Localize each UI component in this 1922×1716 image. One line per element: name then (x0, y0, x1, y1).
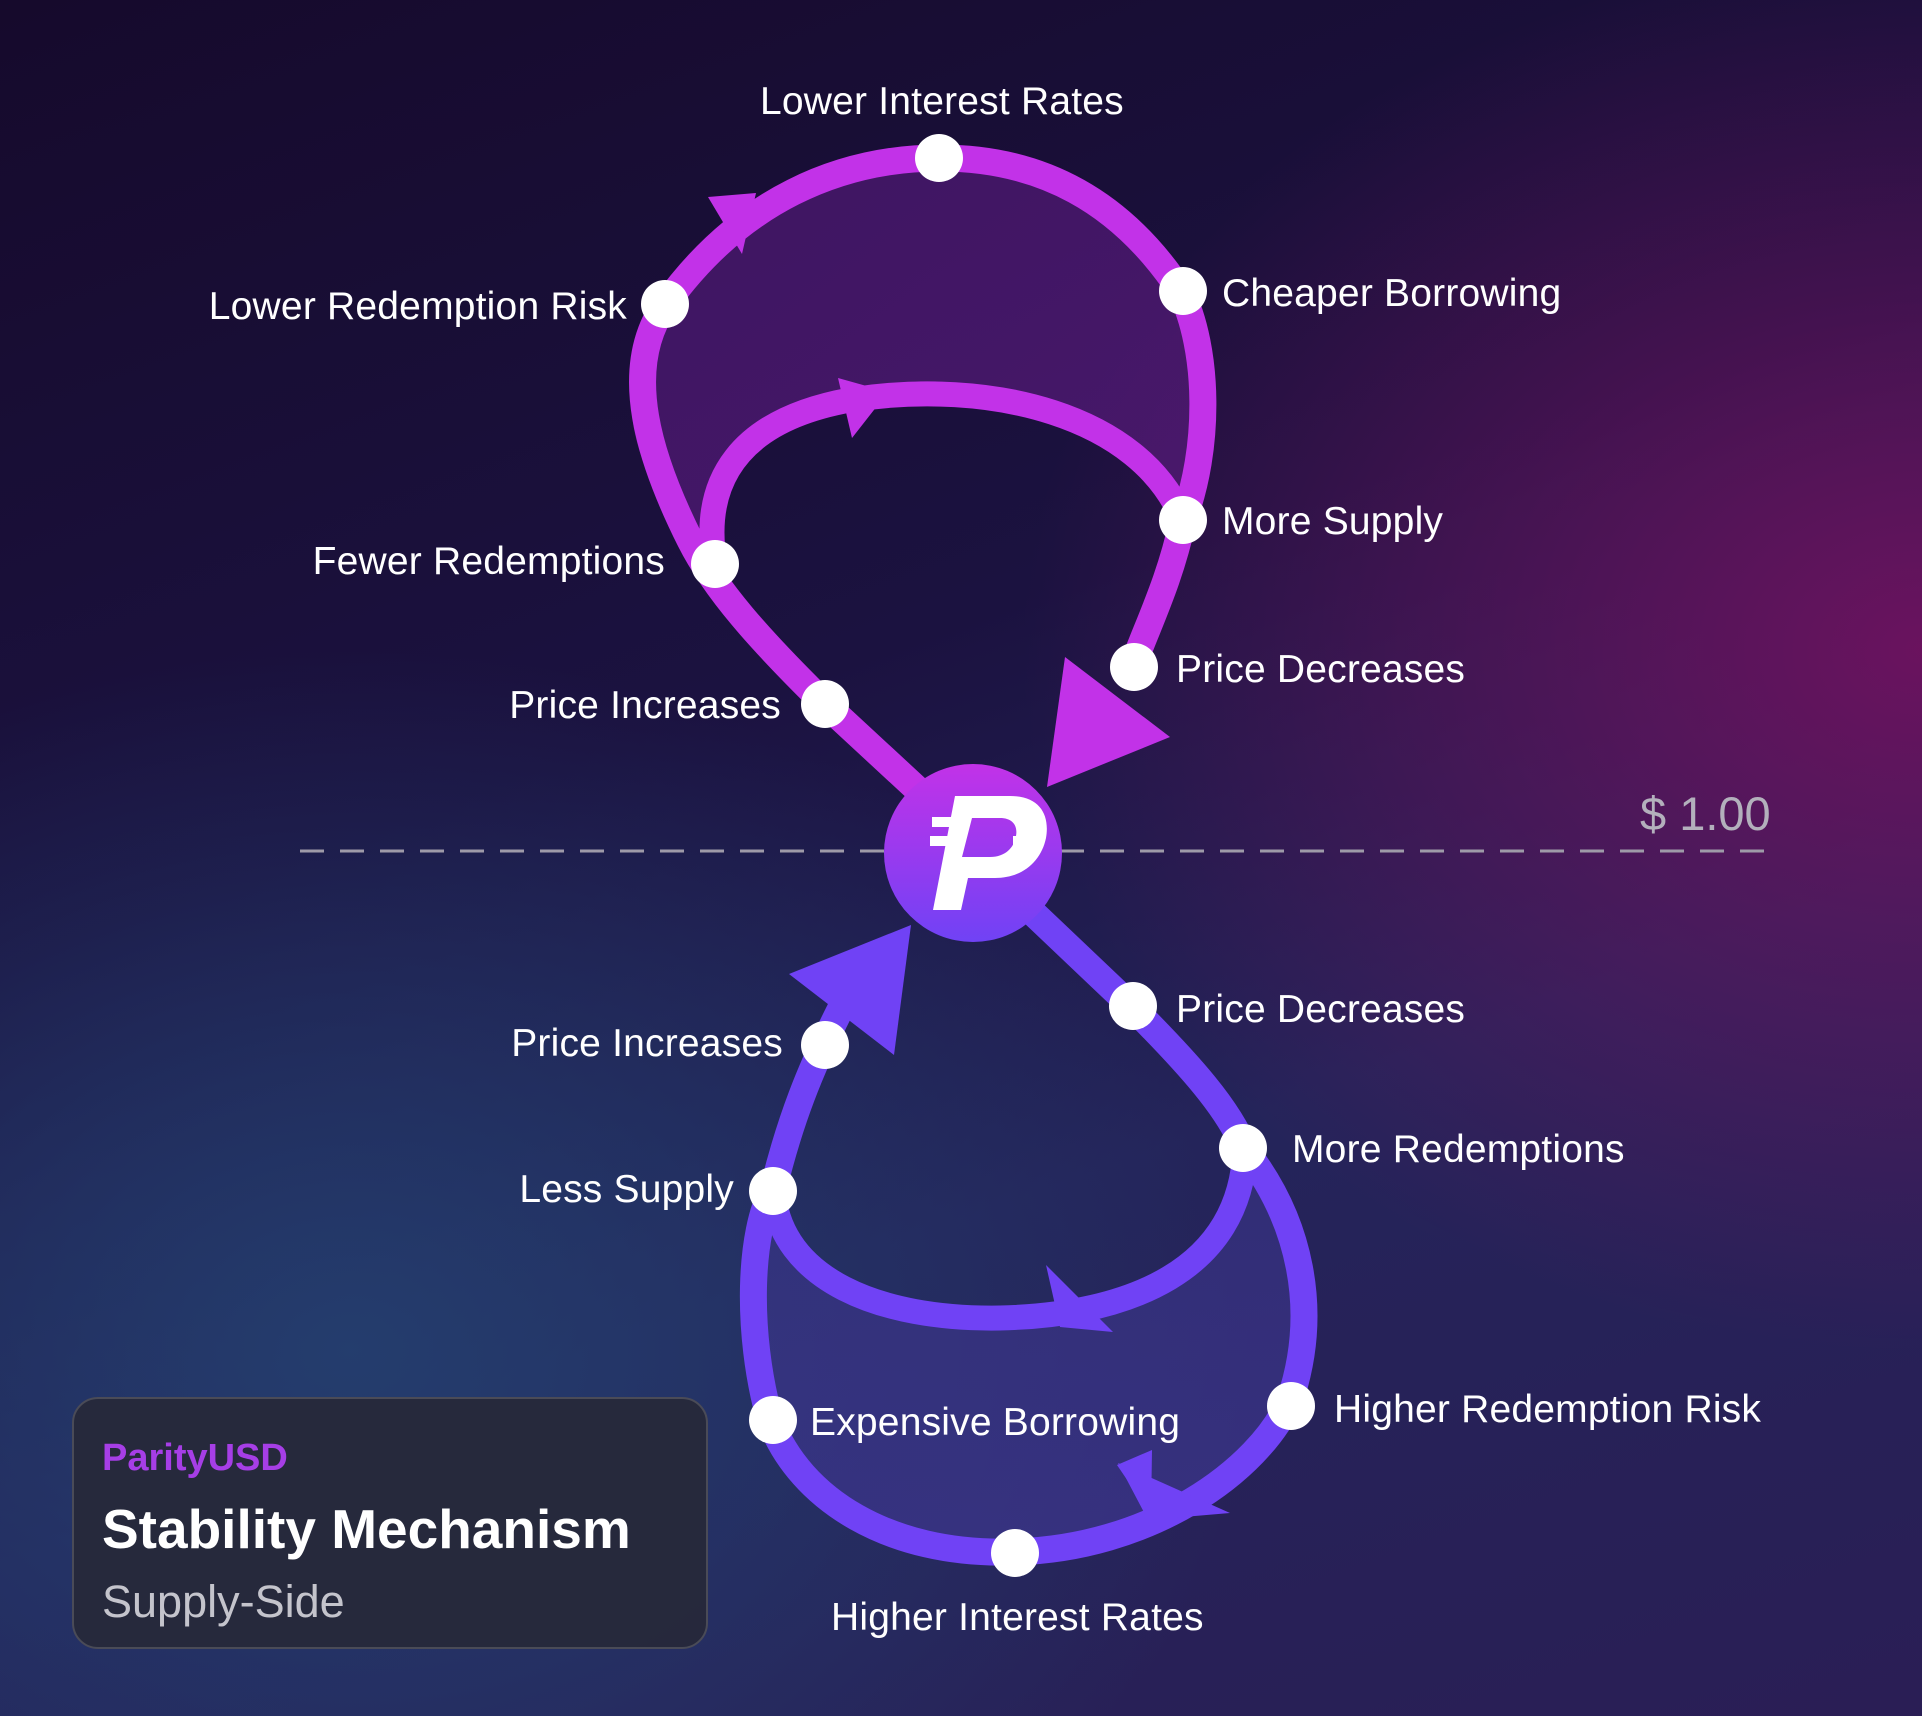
node-price-decreases-lower[interactable] (1109, 982, 1157, 1030)
arrow-icon (1046, 1265, 1113, 1332)
node-lower-interest-rates[interactable] (915, 134, 963, 182)
parity-p-logo-icon (930, 796, 1047, 910)
node-lower-redemption-risk[interactable] (641, 280, 689, 328)
label-higher-interest-rates: Higher Interest Rates (831, 1596, 1204, 1639)
brand-name: ParityUSD (102, 1437, 288, 1479)
label-expensive-borrowing: Expensive Borrowing (810, 1401, 1181, 1444)
arrow-down-icon (1047, 657, 1170, 787)
node-fewer-redemptions[interactable] (691, 540, 739, 588)
label-price-decreases-upper: Price Decreases (1176, 648, 1466, 691)
label-more-supply: More Supply (1222, 500, 1444, 543)
node-higher-interest-rates[interactable] (991, 1529, 1039, 1577)
upper-loop-shaded-region (631, 158, 1196, 565)
card-subtitle: Supply-Side (102, 1576, 345, 1627)
node-less-supply[interactable] (749, 1167, 797, 1215)
node-higher-redemption-risk[interactable] (1267, 1382, 1315, 1430)
label-price-increases-upper: Price Increases (509, 684, 781, 727)
label-cheaper-borrowing: Cheaper Borrowing (1222, 272, 1562, 315)
node-expensive-borrowing[interactable] (749, 1396, 797, 1444)
label-price-increases-lower: Price Increases (511, 1022, 783, 1065)
peg-price-label: $ 1.00 (1640, 787, 1771, 840)
label-price-decreases-lower: Price Decreases (1176, 988, 1466, 1031)
label-less-supply: Less Supply (519, 1168, 734, 1211)
info-card: ParityUSD Stability Mechanism Supply-Sid… (72, 1397, 708, 1649)
arrow-up-icon (789, 925, 911, 1055)
label-lower-interest-rates: Lower Interest Rates (760, 80, 1124, 123)
node-price-increases-upper[interactable] (801, 680, 849, 728)
label-lower-redemption-risk: Lower Redemption Risk (208, 285, 627, 328)
arrow-icon (708, 193, 756, 254)
arrow-icon (1118, 1463, 1230, 1520)
node-cheaper-borrowing[interactable] (1159, 267, 1207, 315)
label-fewer-redemptions: Fewer Redemptions (312, 540, 665, 583)
lower-inner-loop-path (760, 1137, 1258, 1331)
node-more-redemptions[interactable] (1219, 1124, 1267, 1172)
parity-logo (884, 764, 1062, 942)
node-price-increases-lower[interactable] (801, 1021, 849, 1069)
card-title: Stability Mechanism (102, 1498, 631, 1560)
node-more-supply[interactable] (1159, 496, 1207, 544)
node-price-decreases-upper[interactable] (1110, 643, 1158, 691)
arrow-icon (838, 378, 888, 438)
lower-loop-shaded-region (757, 1150, 1304, 1553)
label-more-redemptions: More Redemptions (1292, 1128, 1625, 1171)
label-higher-redemption-risk: Higher Redemption Risk (1334, 1388, 1762, 1431)
